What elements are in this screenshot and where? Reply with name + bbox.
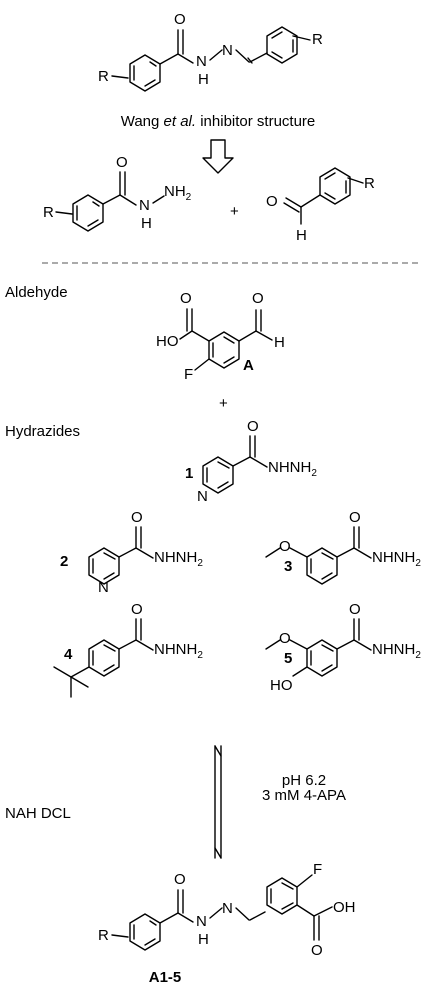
h5-ho: HO	[270, 677, 293, 694]
hydrazide-nh2: NH2	[164, 183, 192, 203]
hydrazide-o: O	[116, 154, 128, 171]
h1-ring-n: N	[197, 488, 208, 505]
h5-o: O	[349, 601, 361, 618]
product-r-group: R	[98, 927, 109, 944]
hydrazide-4-structure: O NHNH2 4	[53, 601, 203, 698]
h4-o: O	[131, 601, 143, 618]
h3-methoxy-o: O	[279, 538, 291, 555]
hydrazide-building-block: O N H NH2 R	[43, 154, 192, 232]
hydrazide-5-structure: O NHNH2 O HO 5	[265, 601, 421, 694]
h2-o: O	[131, 509, 143, 526]
product-imine-n: N	[222, 900, 233, 917]
product-amide-h: H	[198, 931, 209, 948]
h2-nhnh2: NHNH2	[154, 549, 203, 569]
hydrazide-r: R	[43, 204, 54, 221]
h4-nhnh2: NHNH2	[154, 641, 203, 661]
fluoro-f: F	[184, 366, 193, 383]
compound-5-label: 5	[284, 650, 292, 667]
compound-1-label: 1	[185, 465, 193, 482]
section-aldehyde-label: Aldehyde	[5, 284, 68, 301]
compound-2-label: 2	[60, 553, 68, 570]
section-hydrazides-label: Hydrazides	[5, 423, 80, 440]
product-label: A1-5	[149, 969, 182, 986]
amide-h: H	[198, 71, 209, 88]
aldehyde-h: H	[296, 227, 307, 244]
cho-o: O	[252, 290, 264, 307]
inhibitor-caption: Wang et al. inhibitor structure	[121, 113, 316, 130]
aldehyde-A-structure: O HO O H F A	[156, 290, 285, 383]
retrosynthesis-arrow	[202, 139, 234, 174]
plus-sign-top: +	[230, 203, 239, 220]
compound-A-label: A	[243, 357, 254, 374]
cho-h: H	[274, 334, 285, 351]
compound-3-label: 3	[284, 558, 292, 575]
product-acid-o: O	[311, 942, 323, 959]
product-carbonyl-o: O	[174, 871, 186, 888]
equilibrium-arrows	[214, 745, 222, 859]
aldehyde-r: R	[364, 175, 375, 192]
section-dcl-label: NAH DCL	[5, 805, 71, 822]
imine-n: N	[222, 42, 233, 59]
h1-o: O	[247, 418, 259, 435]
conditions-apa: 3 mM 4-APA	[262, 787, 346, 804]
hydrazide-n: N	[139, 197, 150, 214]
carbonyl-o: O	[174, 11, 186, 28]
h3-o: O	[349, 509, 361, 526]
compound-4-label: 4	[64, 646, 73, 663]
wang-inhibitor-structure: O N H N R R	[98, 11, 323, 92]
h2-ring-n: N	[98, 579, 109, 596]
amide-n: N	[196, 53, 207, 70]
h1-nhnh2: NHNH2	[268, 459, 317, 479]
r-group-left: R	[98, 68, 109, 85]
hydrazide-1-structure: O NHNH2 N 1	[185, 418, 317, 505]
conditions-ph: pH 6.2	[282, 772, 326, 789]
aldehyde-building-block: O H R	[266, 167, 375, 244]
plus-sign-middle: +	[219, 395, 228, 412]
aldehyde-o: O	[266, 193, 278, 210]
h5-nhnh2: NHNH2	[372, 641, 421, 661]
product-oh: OH	[333, 899, 356, 916]
hydrazide-3-structure: O NHNH2 O 3	[265, 509, 421, 585]
product-A1-5-structure: O N H N F OH O R	[98, 861, 356, 959]
r-group-right: R	[312, 31, 323, 48]
product-amide-n: N	[196, 913, 207, 930]
product-fluoro-f: F	[313, 861, 322, 878]
acid-ho: HO	[156, 333, 179, 350]
hydrazide-2-structure: O NHNH2 N 2	[60, 509, 203, 596]
hydrazide-h: H	[141, 215, 152, 232]
h5-methoxy-o: O	[279, 630, 291, 647]
h3-nhnh2: NHNH2	[372, 549, 421, 569]
acid-o: O	[180, 290, 192, 307]
